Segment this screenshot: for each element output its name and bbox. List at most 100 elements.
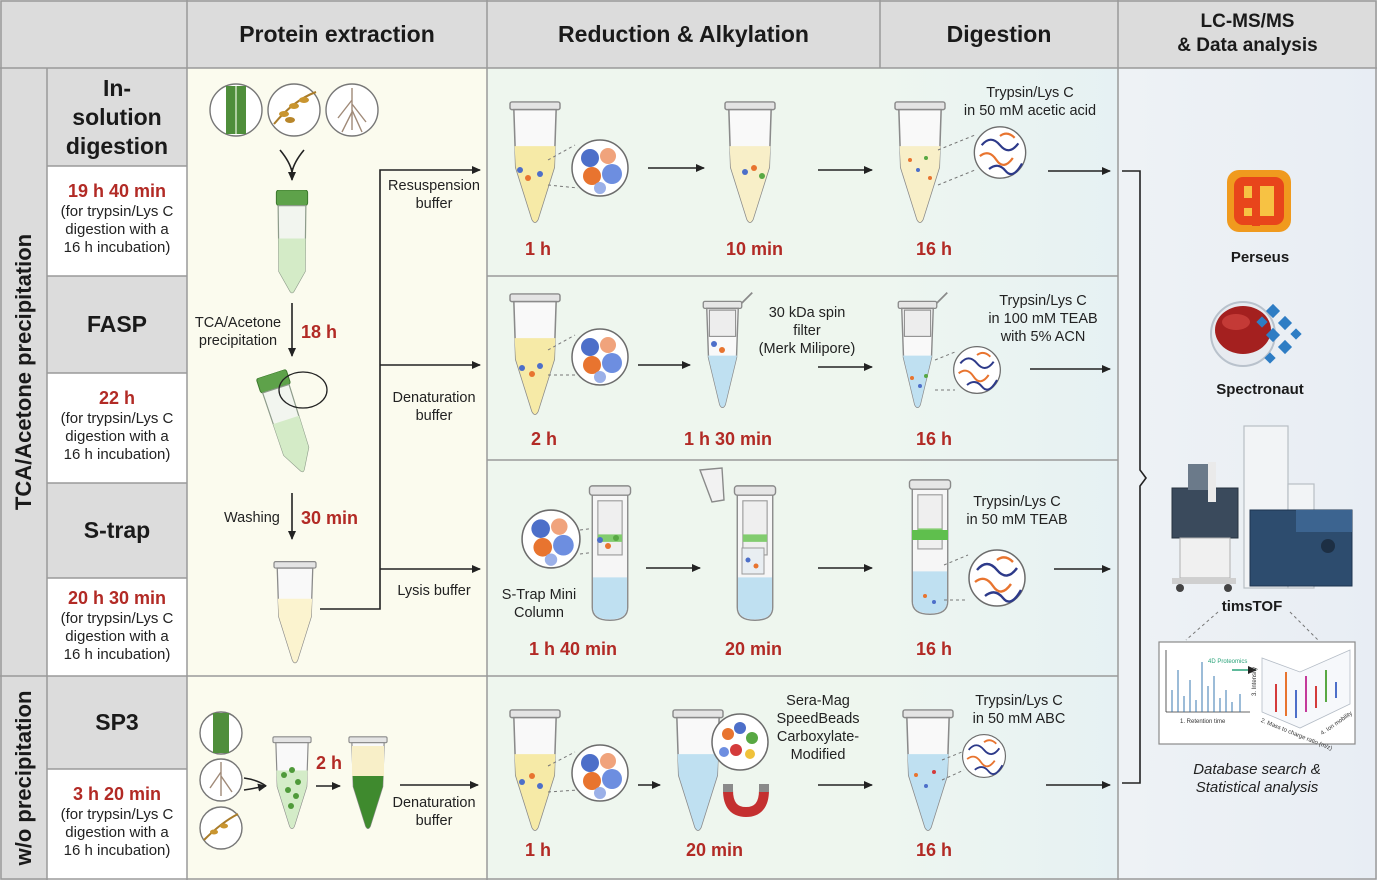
enzyme-line2: in 50 mM ABC	[972, 711, 1066, 727]
time-box-sp3: 3 h 20 min (for trypsin/Lys C digestion …	[47, 782, 187, 860]
plant-seed-icon	[267, 83, 321, 137]
row3-digestion-time: 16 h	[916, 639, 953, 659]
method-fasp: FASP	[86, 311, 148, 337]
plant-root-icon	[325, 83, 379, 137]
note-line3: 16 h incubation)	[63, 239, 171, 256]
tca-label-line2: precipitation	[198, 333, 278, 349]
mini-chart-y: 3. Intensity	[1252, 666, 1258, 696]
row1-reduction-time: 1 h	[525, 239, 552, 259]
time-box-insolution: 19 h 40 min (for trypsin/Lys C digestion…	[47, 179, 187, 257]
sp3-extraction-time: 2 h	[316, 753, 343, 773]
row1-alkylation-time: 10 min	[726, 239, 784, 259]
buffer-line1: Denaturation	[392, 390, 476, 406]
row2-alkylation-time: 1 h 30 min	[684, 429, 773, 449]
total-time-sp3: 3 h 20 min	[72, 784, 162, 804]
buffer-line2: buffer	[415, 408, 453, 424]
sp3-root-icon	[199, 758, 243, 802]
denaturation-buffer-label: Denaturation buffer	[382, 389, 486, 425]
sp3-denaturation-buffer-label: Denaturation buffer	[382, 794, 486, 830]
enzyme-line1: Trypsin/Lys C	[986, 85, 1074, 101]
lysis-buffer-label: Lysis buffer	[397, 583, 471, 599]
row1-enzyme-label: Trypsin/Lys C in 50 mM acetic acid	[955, 84, 1105, 120]
enzyme-line3: with 5% ACN	[1000, 329, 1086, 345]
timstof-label: timsTOF	[1221, 598, 1283, 615]
beads-line2: SpeedBeads	[776, 711, 860, 727]
note-line3: 16 h incubation)	[63, 446, 171, 463]
perseus-logo-icon	[1227, 170, 1291, 232]
total-time-fasp: 22 h	[98, 388, 136, 408]
method-insolution-line1: In-	[102, 74, 132, 101]
column-line2: Column	[514, 605, 564, 621]
row3-reduction-time: 1 h 40 min	[529, 639, 618, 659]
row1-digestion-time: 16 h	[916, 239, 953, 259]
side-label-wo: w/o precipitation	[11, 690, 36, 866]
perseus-label: Perseus	[1230, 249, 1290, 266]
buffer-line2: buffer	[415, 813, 453, 829]
mini-4d-proteomics-chart	[1158, 641, 1356, 745]
tca-time: 18 h	[301, 322, 338, 342]
row3-alkylation-time: 20 min	[725, 639, 783, 659]
filter-line2: filter	[793, 323, 821, 339]
wash-time: 30 min	[301, 508, 359, 528]
mini-chart-x1: 1. Retention time	[1180, 719, 1226, 725]
timstof-instrument-icon	[1171, 425, 1353, 592]
buffer-line1: Denaturation	[392, 795, 476, 811]
beads-line4: Modified	[790, 747, 846, 763]
wash-label: Washing	[224, 510, 280, 526]
note-line1: (for trypsin/Lys C	[60, 203, 174, 220]
tca-label: TCA/Acetone precipitation	[190, 314, 286, 350]
beads-line1: Sera-Mag	[786, 693, 850, 709]
header-digestion: Digestion	[946, 21, 1052, 47]
method-insolution: In- solution digestion	[47, 68, 187, 166]
note-line3: 16 h incubation)	[63, 842, 171, 859]
enzyme-line2: in 50 mM acetic acid	[963, 103, 1097, 119]
total-time-insolution: 19 h 40 min	[67, 181, 167, 201]
analysis-line1: Database search &	[1193, 761, 1321, 778]
side-label-tca: TCA/Acetone precipitation	[11, 233, 36, 511]
beads-line3: Carboxylate-	[776, 729, 860, 745]
tca-label-line1: TCA/Acetone	[194, 315, 282, 331]
row2-digestion-time: 16 h	[916, 429, 953, 449]
enzyme-line1: Trypsin/Lys C	[973, 494, 1061, 510]
mini-chart-title: 4D Proteomics	[1208, 659, 1248, 665]
column-line1: S-Trap Mini	[501, 587, 577, 603]
analysis-line2: Statistical analysis	[1195, 779, 1319, 796]
method-sp3: SP3	[95, 709, 139, 735]
strap-column-label: S-Trap Mini Column	[496, 586, 582, 622]
beads-label: Sera-Mag SpeedBeads Carboxylate- Modifie…	[770, 692, 866, 764]
method-insolution-line3: digestion	[65, 132, 169, 159]
note-line3: 16 h incubation)	[63, 646, 171, 663]
row2-enzyme-label: Trypsin/Lys C in 100 mM TEAB with 5% ACN	[975, 292, 1111, 346]
note-line2: digestion with a	[65, 824, 169, 841]
method-insolution-line2: solution	[72, 103, 162, 130]
note-line2: digestion with a	[65, 628, 169, 645]
row4-digestion-time: 16 h	[916, 840, 953, 860]
header-lcms-line1: LC-MS/MS	[1200, 11, 1295, 32]
resuspension-buffer-label: Resuspension buffer	[382, 177, 486, 213]
row4-alkylation-time: 20 min	[686, 840, 744, 860]
header-protein-extraction: Protein extraction	[239, 21, 435, 47]
buffer-line1: Resuspension	[388, 178, 480, 194]
header-reduction-alkylation: Reduction & Alkylation	[558, 21, 809, 47]
row4-reduction-time: 1 h	[525, 840, 552, 860]
spin-filter-label: 30 kDa spin filter (Merk Milipore)	[752, 304, 862, 358]
method-strap: S-trap	[83, 517, 151, 543]
note-line1: (for trypsin/Lys C	[60, 806, 174, 823]
magnet-icon	[723, 784, 769, 818]
enzyme-line2: in 100 mM TEAB	[988, 311, 1098, 327]
filter-line3: (Merk Milipore)	[758, 341, 856, 357]
note-line1: (for trypsin/Lys C	[60, 410, 174, 427]
sp3-leaf-icon	[199, 711, 243, 755]
time-box-fasp: 22 h (for trypsin/Lys C digestion with a…	[47, 386, 187, 464]
magnetic-beads-icon	[711, 713, 769, 771]
plant-leaf-icon	[209, 83, 263, 137]
total-time-strap: 20 h 30 min	[67, 588, 167, 608]
enzyme-line1: Trypsin/Lys C	[975, 693, 1063, 709]
filter-line1: 30 kDa spin	[768, 305, 846, 321]
enzyme-line2: in 50 mM TEAB	[966, 512, 1068, 528]
buffer-line2: buffer	[415, 196, 453, 212]
row4-enzyme-label: Trypsin/Lys C in 50 mM ABC	[954, 692, 1084, 728]
note-line2: digestion with a	[65, 428, 169, 445]
